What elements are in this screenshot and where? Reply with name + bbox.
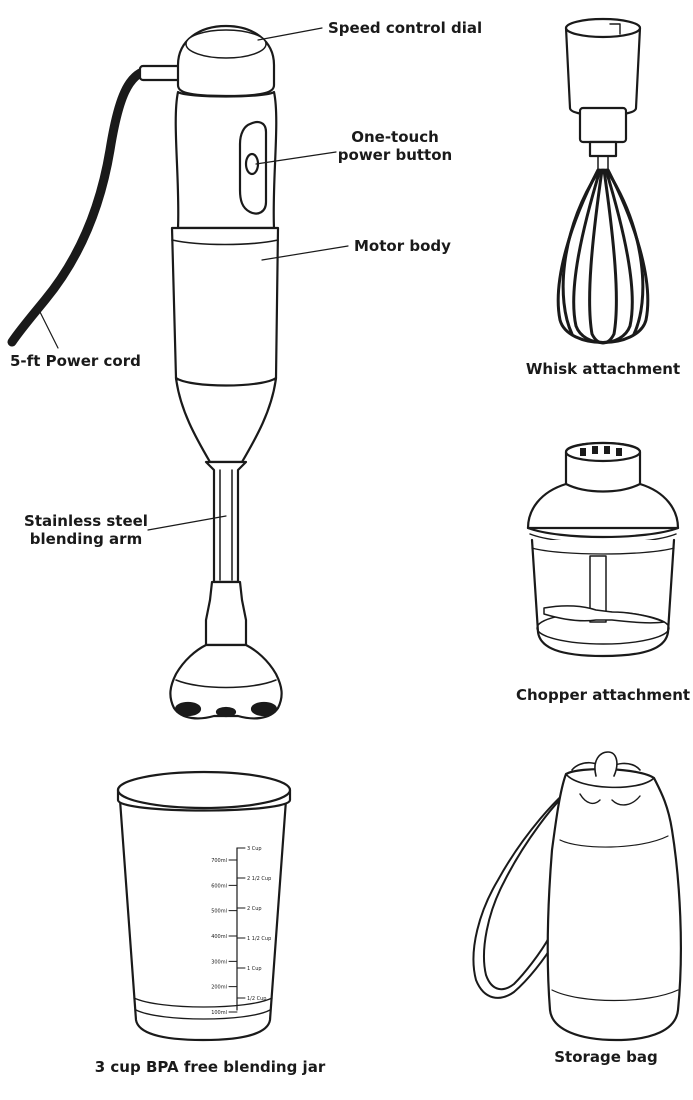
whisk-attachment — [556, 17, 650, 345]
label-power-cord: 5-ft Power cord — [10, 352, 141, 370]
cup-tick-label: 3 Cup — [247, 846, 262, 852]
leader-lines — [39, 27, 349, 531]
cup-tick-label: 2 Cup — [247, 906, 262, 912]
label-motor-body: Motor body — [354, 237, 451, 255]
ml-tick-label: 300ml — [211, 959, 227, 965]
power-cord — [7, 64, 183, 347]
ml-tick-label: 500ml — [211, 909, 227, 915]
cup-tick-label: 2 1/2 Cup — [247, 876, 271, 882]
label-blending-jar: 3 cup BPA free blending jar — [94, 1058, 326, 1076]
motor-body — [170, 226, 280, 390]
chopper-attachment — [526, 441, 680, 658]
label-blending-arm-line1: Stainless steel — [24, 512, 148, 530]
label-chopper-attachment: Chopper attachment — [516, 686, 691, 704]
ml-tick-label: 600ml — [211, 883, 227, 889]
label-power-button-line2: power button — [337, 146, 453, 164]
ml-tick-label: 100ml — [211, 1010, 227, 1016]
label-power-button-line1: One-touch — [351, 128, 439, 146]
cup-tick-label: 1 1/2 Cup — [247, 936, 271, 942]
label-storage-bag: Storage bag — [554, 1048, 658, 1066]
ml-tick-label: 200ml — [211, 985, 227, 991]
label-blending-arm: Stainless steel blending arm — [20, 512, 152, 548]
cup-tick-label: 1 Cup — [247, 966, 262, 972]
label-power-button: One-touch power button — [334, 128, 456, 164]
label-whisk-attachment: Whisk attachment — [525, 360, 681, 378]
cup-tick-label: 1/2 Cup — [247, 996, 266, 1002]
hand-blender — [169, 24, 283, 720]
ml-tick-label: 700ml — [211, 858, 227, 864]
label-blending-arm-line2: blending arm — [29, 530, 143, 548]
jar-measure-ticks: 700ml 600ml 500ml 400ml 300ml 200ml 100ml 3 Cup… — [211, 846, 271, 1016]
blending-arm — [204, 460, 248, 584]
ml-tick-label: 400ml — [211, 934, 227, 940]
label-speed-control-dial: Speed control dial — [328, 19, 483, 37]
storage-bag — [472, 751, 682, 1042]
blending-jar: 700ml 600ml 500ml 400ml 300ml 200ml 100ml 3 Cup… — [116, 770, 292, 1042]
